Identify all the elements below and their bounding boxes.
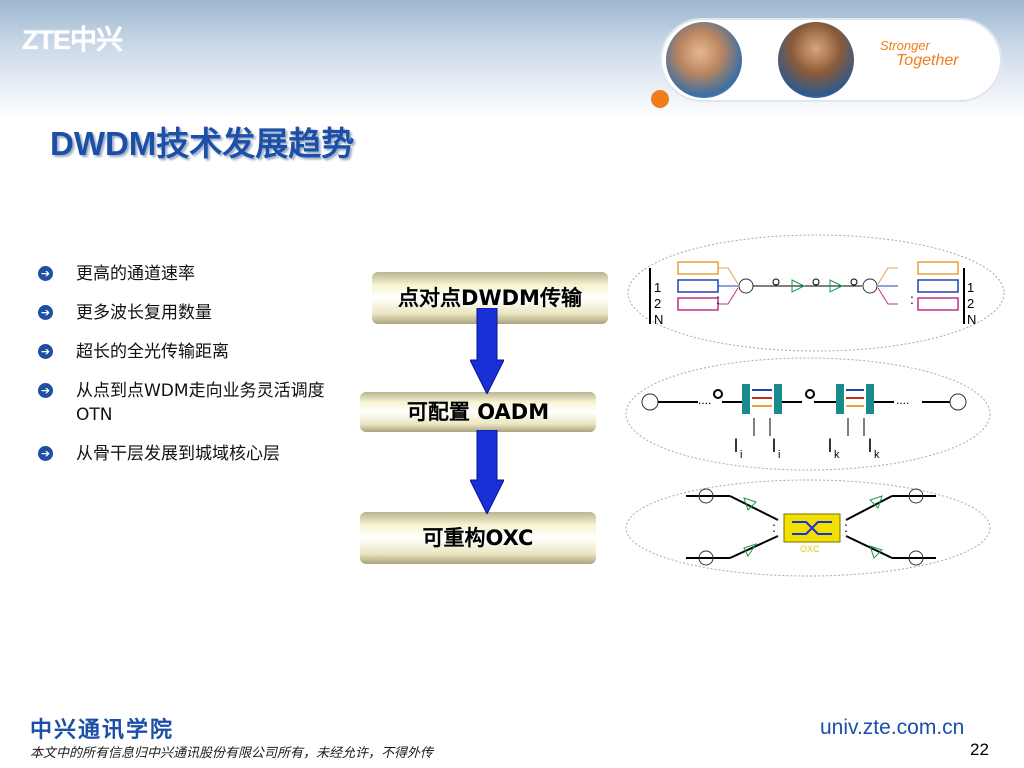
bullet-item: ➔ 更多波长复用数量 (38, 301, 338, 325)
lambda-k-drop: l (828, 436, 832, 456)
bullet-item: ➔ 从骨干层发展到城域核心层 (38, 442, 338, 466)
photo-child (666, 22, 742, 98)
svg-text:k: k (874, 449, 880, 461)
stage-label-oadm: 可配置 OADM (360, 392, 596, 432)
svg-text:....: .... (896, 393, 909, 407)
arrow-bullet-icon: ➔ (38, 305, 53, 320)
zte-logo: ZTE中兴 (22, 25, 123, 55)
diagram-oadm: .... .... l i l i l k l k (625, 357, 991, 471)
svg-text:k: k (834, 449, 840, 461)
right-channel-2: 2 (967, 296, 974, 311)
bullet-text: 从骨干层发展到城域核心层 (76, 444, 280, 464)
svg-text::: : (716, 291, 720, 307)
left-channel-1: 1 (654, 280, 661, 295)
svg-text:i: i (778, 449, 780, 461)
bullet-item: ➔ 更高的通道速率 (38, 262, 338, 286)
bullet-text: 更多波长复用数量 (76, 303, 212, 323)
left-channel-2: 2 (654, 296, 661, 311)
svg-text:i: i (740, 449, 742, 461)
decorative-dot (651, 90, 669, 108)
slogan-line1: Stronger (880, 38, 930, 53)
svg-text::: : (844, 519, 848, 535)
page-number: 22 (970, 740, 989, 759)
svg-text::: : (910, 291, 914, 307)
arrow-bullet-icon: ➔ (38, 266, 53, 281)
arrow-bullet-icon: ➔ (38, 446, 53, 461)
right-channel-n: N (967, 312, 976, 327)
arrow-bullet-icon: ➔ (38, 383, 53, 398)
arrow-bullet-icon: ➔ (38, 344, 53, 359)
down-arrow-1 (470, 308, 504, 394)
bullet-text: 更高的通道速率 (76, 264, 195, 284)
bullet-item: ➔ 从点到点WDM走向业务灵活调度OTN (38, 379, 338, 427)
lambda-k-add: l (868, 436, 872, 456)
header-photo-banner (660, 18, 1002, 102)
lambda-i-drop: l (734, 436, 738, 456)
right-channel-1: 1 (967, 280, 974, 295)
stage-label-oxc: 可重构OXC (360, 512, 596, 564)
slogan-line2: Together (896, 52, 959, 69)
bullet-text: 超长的全光传输距离 (76, 342, 229, 362)
bullet-item: ➔ 超长的全光传输距离 (38, 340, 338, 364)
left-channel-n: N (654, 312, 663, 327)
photo-group (778, 22, 854, 98)
slide-title: DWDM技术发展趋势 (50, 125, 355, 162)
svg-text:....: .... (698, 393, 711, 407)
footer-copyright: 本文中的所有信息归中兴通讯股份有限公司所有，未经允许，不得外传 (30, 746, 434, 761)
lambda-i-add: l (772, 436, 776, 456)
footer-url[interactable]: univ.zte.com.cn (820, 716, 965, 739)
diagram-point-to-point: 1 2 N 1 2 N : : (627, 234, 1005, 352)
down-arrow-2 (470, 430, 504, 514)
diagram-oxc: : OXC : (625, 479, 991, 577)
footer-brand: 中兴通讯学院 (30, 717, 175, 743)
bullet-text: 从点到点WDM走向业务灵活调度OTN (76, 381, 325, 425)
svg-text::: : (772, 519, 776, 535)
oxc-switch-label: OXC (800, 544, 820, 554)
bullet-list: ➔ 更高的通道速率 ➔ 更多波长复用数量 ➔ 超长的全光传输距离 ➔ 从点到点WDM走向… (38, 262, 338, 481)
